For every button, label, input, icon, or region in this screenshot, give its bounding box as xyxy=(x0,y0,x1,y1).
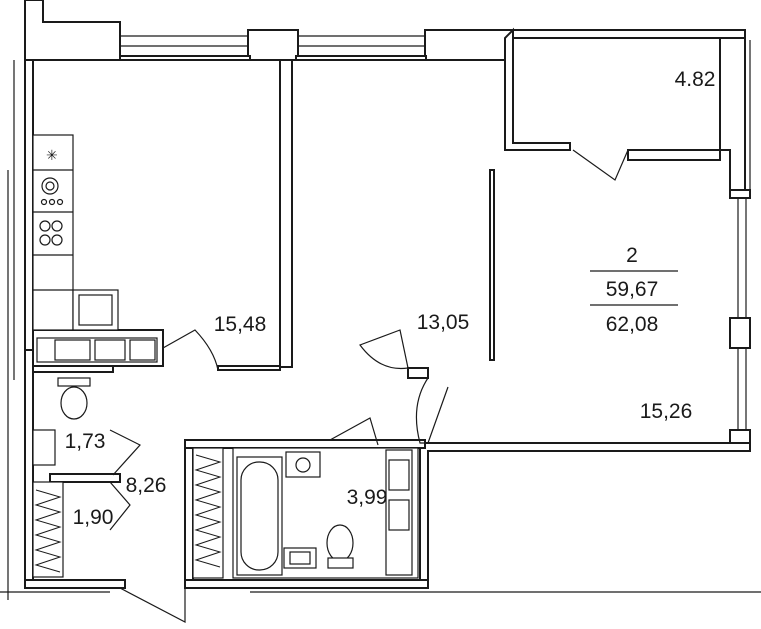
stove-icon xyxy=(39,220,63,246)
closet-hatching-left xyxy=(32,481,64,578)
walls xyxy=(0,0,761,600)
toilet-icon xyxy=(57,377,91,420)
room-area-bathroom: 1,73 xyxy=(65,430,106,453)
washing-machine-icon xyxy=(285,451,321,478)
kitchen-unit: ✳ xyxy=(32,134,158,363)
small-bathroom-fixtures xyxy=(32,377,91,466)
doors xyxy=(109,149,629,623)
rooms-count: 2 xyxy=(626,244,638,267)
large-bathroom-fixtures xyxy=(232,447,419,579)
sink-icon xyxy=(78,294,113,326)
closet-hatching-bath xyxy=(192,447,224,579)
living-area: 59,67 xyxy=(606,278,659,301)
apartment-info: 2 59,67 62,08 xyxy=(590,244,678,336)
microwave-icon xyxy=(40,177,64,206)
fridge-icon: ✳ xyxy=(46,148,58,164)
total-area: 62,08 xyxy=(606,313,659,336)
toilet-bath-icon xyxy=(326,524,354,569)
room-area-closet: 1,90 xyxy=(73,506,114,529)
room-area-bedroom-left: 15,48 xyxy=(214,313,267,336)
washbasin-icon xyxy=(32,429,56,466)
sink-bath-icon xyxy=(283,547,317,569)
room-area-bathroom-large: 3,99 xyxy=(347,486,388,509)
room-area-balcony: 4.82 xyxy=(675,68,716,91)
room-area-hallway: 8,26 xyxy=(126,474,167,497)
bathtub-icon xyxy=(236,456,283,576)
room-area-living-room: 15,26 xyxy=(640,400,693,423)
shelves-icon xyxy=(385,449,413,576)
room-area-bedroom-middle: 13,05 xyxy=(417,311,470,334)
